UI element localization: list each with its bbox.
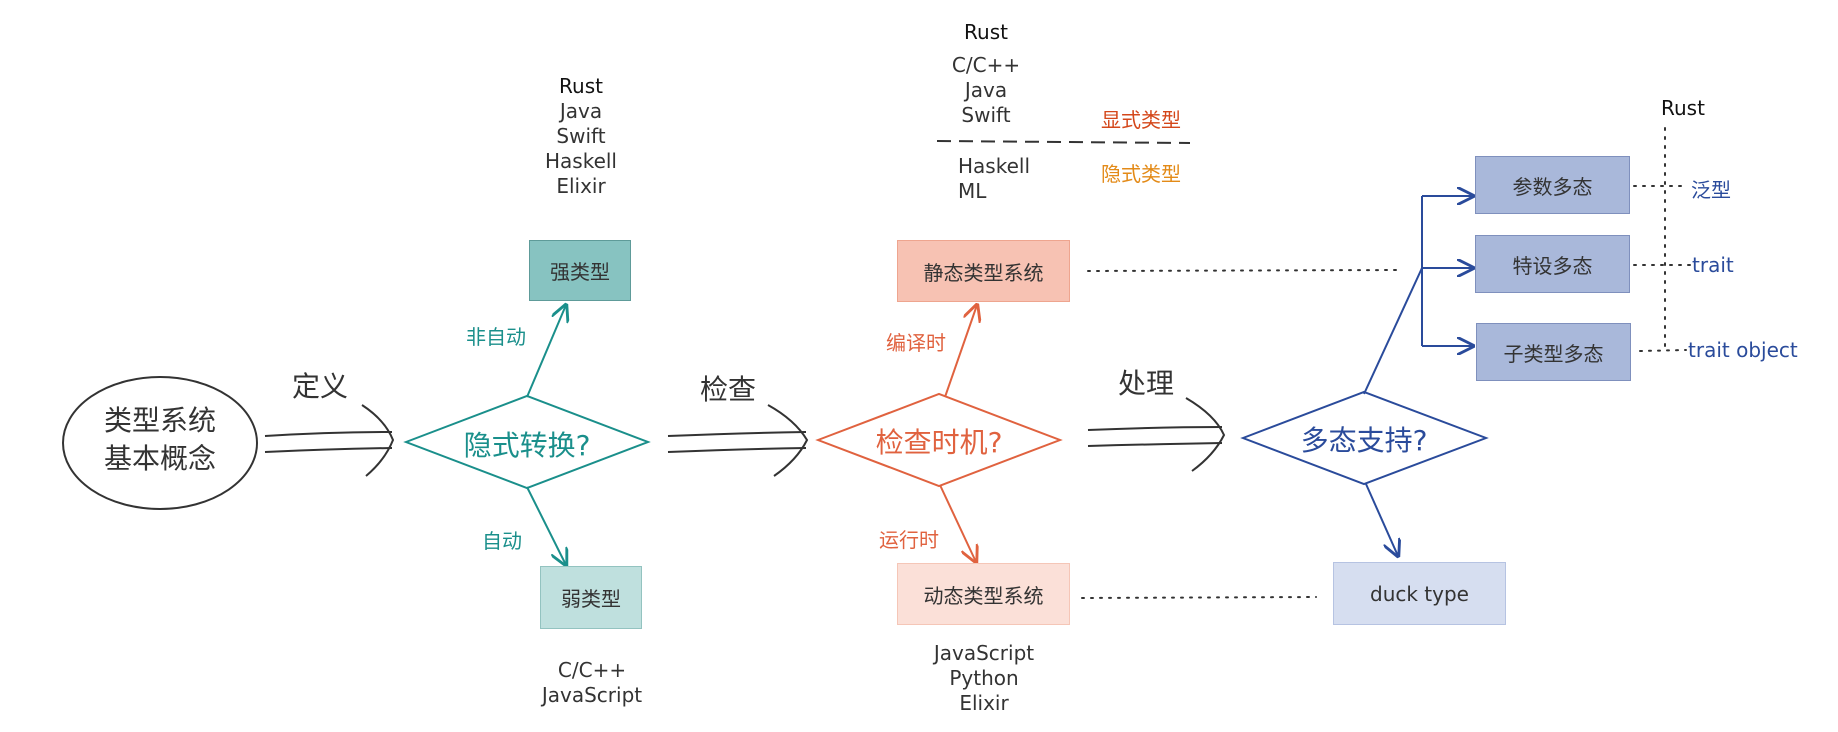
label-check: 检查: [700, 373, 757, 406]
implicit-conversion-diamond: [403, 394, 651, 490]
dynamic-type-system-box: 动态类型系统: [897, 563, 1070, 625]
adhoc-polymorphism-label: 特设多态: [1512, 253, 1593, 278]
double-arrow-define: [264, 404, 395, 477]
language-item: C/C++: [951, 53, 1021, 77]
static-type-system-label: 静态类型系统: [923, 260, 1044, 285]
dynamic-languages: JavaScript Python Elixir: [914, 641, 1054, 716]
language-item: Rust: [559, 74, 603, 98]
implicit-typing-label: 隐式类型: [1101, 162, 1181, 186]
dotted-subtype-trait-object: [1639, 349, 1687, 352]
origin-ellipse: [62, 376, 258, 510]
language-item: Java: [964, 78, 1008, 102]
duck-type-label: duck type: [1370, 581, 1469, 606]
arrow-auto: [526, 486, 566, 565]
explicit-typing-label: 显式类型: [1101, 108, 1181, 132]
static-explicit-languages: Rust C/C++ Java Swift: [930, 20, 1042, 128]
weak-typing-box: 弱类型: [540, 566, 642, 629]
arrow-non-auto: [526, 305, 566, 398]
subtype-polymorphism-label: 子类型多态: [1503, 341, 1604, 366]
language-item: JavaScript: [541, 683, 643, 707]
label-non-auto: 非自动: [466, 325, 526, 349]
check-timing-label: 检查时机?: [875, 426, 1003, 459]
language-item: ML: [958, 179, 987, 203]
rust-generics-label: 泛型: [1691, 178, 1731, 202]
implicit-conversion-label: 隐式转换?: [463, 429, 591, 462]
label-compile-time: 编译时: [886, 331, 946, 355]
adhoc-polymorphism-box: 特设多态: [1475, 235, 1630, 293]
origin-line-1: 类型系统: [103, 404, 216, 437]
polymorphism-diamond: [1240, 390, 1489, 486]
weak-languages: C/C++ JavaScript: [522, 658, 662, 708]
language-item: Swift: [556, 124, 606, 148]
language-item: Haskell: [958, 154, 1031, 178]
dotted-static-to-poly: [1087, 269, 1399, 272]
strong-typing-label: 强类型: [550, 260, 610, 284]
language-item: Java: [559, 99, 603, 123]
subtype-polymorphism-box: 子类型多态: [1476, 323, 1631, 381]
label-runtime: 运行时: [879, 528, 939, 552]
arrow-duck: [1365, 483, 1398, 556]
origin-line-2: 基本概念: [103, 442, 216, 475]
duck-type-box: duck type: [1333, 562, 1506, 625]
language-item: JavaScript: [933, 641, 1035, 665]
label-define: 定义: [292, 370, 349, 403]
strong-languages: Rust Java Swift Haskell Elixir: [520, 74, 642, 199]
check-timing-diamond: [815, 392, 1063, 488]
rust-trait-label: trait: [1692, 253, 1734, 277]
polymorphism-label: 多态支持?: [1300, 424, 1428, 457]
rust-polymorphism-label: Rust: [1661, 96, 1705, 120]
language-item: Haskell: [544, 149, 617, 173]
arrow-compile-time: [944, 305, 977, 398]
arrow-runtime: [939, 484, 976, 562]
language-item: Python: [949, 666, 1019, 690]
dotted-dynamic-to-duck: [1081, 596, 1317, 599]
dynamic-type-system-label: 动态类型系统: [923, 583, 1044, 608]
language-item: C/C++: [557, 658, 627, 682]
double-arrow-handle: [1087, 397, 1226, 472]
strong-typing-box: 强类型: [529, 240, 631, 301]
language-item: Elixir: [959, 691, 1009, 715]
label-auto: 自动: [482, 529, 522, 553]
language-item: Swift: [961, 103, 1011, 127]
weak-typing-label: 弱类型: [561, 587, 621, 611]
parametric-polymorphism-box: 参数多态: [1475, 156, 1630, 214]
typing-separator: [936, 140, 1191, 144]
language-item: Elixir: [556, 174, 606, 198]
label-handle: 处理: [1118, 367, 1175, 400]
parametric-polymorphism-label: 参数多态: [1512, 174, 1593, 199]
static-type-system-box: 静态类型系统: [897, 240, 1070, 302]
static-implicit-languages: Haskell ML: [958, 154, 1070, 204]
rust-trait-object-label: trait object: [1688, 338, 1798, 362]
double-arrow-check: [667, 404, 809, 477]
language-item: Rust: [964, 20, 1008, 44]
origin-title: 类型系统 基本概念: [64, 402, 256, 478]
arrow-to-branches: [1363, 267, 1423, 395]
